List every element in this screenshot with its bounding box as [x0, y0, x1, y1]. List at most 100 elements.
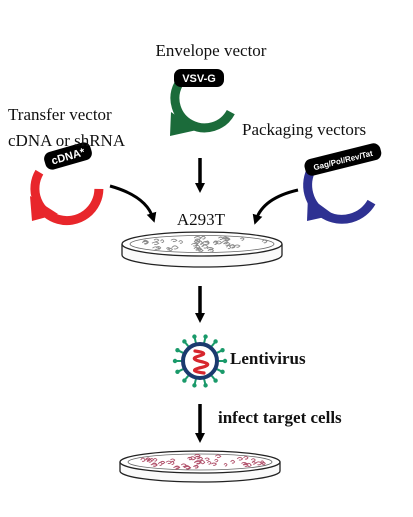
virus-spike-tip [175, 347, 180, 353]
cell-mark [215, 240, 223, 245]
virus-spike-tip [175, 369, 180, 375]
transfer-plasmid: cDNA* [30, 142, 104, 226]
cell-mark [243, 455, 249, 460]
cell-mark [145, 458, 150, 462]
virus-spike-tip [203, 383, 208, 388]
cell-mark [226, 244, 232, 250]
cell-mark [236, 456, 244, 461]
packaging-plasmid: Gag/Pol/Rev/Tat [303, 143, 382, 224]
cell-mark [261, 239, 268, 244]
cell-mark [189, 456, 197, 461]
cell-mark [240, 237, 245, 241]
envelope-tag-label: VSV-G [182, 73, 216, 85]
lentivirus-label: Lentivirus [230, 349, 306, 368]
cell-mark [230, 459, 236, 464]
transfer-vector-label: Transfer vector [8, 105, 112, 124]
virus-spike-tip [192, 383, 197, 388]
virus-spike-tip [203, 334, 208, 339]
cell-mark [147, 458, 153, 463]
envelope-plasmid-ring [170, 82, 235, 133]
transfer-plasmid-ring [30, 169, 104, 226]
transfer-plasmid-arrowhead [30, 196, 58, 221]
cell-mark [204, 457, 210, 461]
culture-dish-target [119, 450, 281, 483]
cell-mark [230, 244, 236, 248]
virus-spike-tip [192, 334, 197, 339]
cell-mark [214, 458, 219, 463]
cell-mark [201, 241, 210, 245]
envelope-plasmid-arrowhead [170, 112, 197, 136]
lentivirus-particle [172, 334, 228, 388]
cell-mark [241, 461, 248, 466]
flow-arrows [109, 158, 299, 443]
cell-mark [207, 248, 215, 253]
packaging-plasmid-arrowhead [307, 196, 334, 221]
cell-mark [166, 247, 171, 251]
cell-mark [187, 456, 193, 461]
cell-mark [165, 460, 172, 465]
cell-mark [250, 458, 256, 462]
cell-mark [260, 461, 266, 466]
packaging-tag-box [304, 143, 382, 176]
virus-spike-tip [222, 358, 228, 364]
cell-mark [171, 245, 179, 250]
dish-cells [141, 235, 268, 253]
dish-cells [140, 454, 266, 470]
cell-mark [211, 462, 218, 466]
cell-mark [194, 464, 199, 469]
cell-mark [180, 463, 187, 467]
virus-spike-tip [220, 347, 225, 353]
cell-mark [194, 238, 201, 243]
cell-mark [173, 466, 180, 470]
cell-mark [255, 461, 263, 466]
cell-mark [152, 246, 160, 250]
cell-mark [153, 458, 158, 462]
cell-mark [245, 462, 252, 468]
cell-mark [157, 461, 163, 466]
cell-mark [194, 454, 201, 458]
cell-mark [206, 247, 214, 251]
arrow-packaging-to-cells [252, 188, 299, 225]
virus-spike-tip [213, 378, 218, 383]
transfer-insert-label: cDNA or shRNA [8, 131, 126, 150]
cell-mark [242, 463, 249, 467]
envelope-vector-label: Envelope vector [156, 41, 267, 60]
arrow-transfer-to-cells [109, 184, 157, 223]
cell-mark [218, 236, 224, 240]
cell-mark [160, 239, 165, 244]
cell-mark [193, 236, 202, 240]
cell-mark [214, 454, 222, 459]
cell-mark [160, 460, 166, 465]
cell-mark [200, 235, 206, 240]
cell-mark [223, 463, 228, 467]
cell-line-label: A293T [177, 210, 226, 229]
envelope-plasmid: VSV-G [170, 69, 235, 136]
cell-mark [196, 248, 204, 253]
cell-mark [222, 237, 230, 241]
envelope-tag-box [174, 69, 224, 87]
virus-spike-tip [220, 369, 225, 375]
cell-mark [151, 462, 158, 467]
cell-mark [170, 238, 178, 243]
cell-mark [199, 460, 206, 465]
cell-mark [212, 240, 218, 245]
virus-spike-tip [182, 378, 187, 383]
virus-rna [192, 349, 210, 375]
cell-mark [191, 242, 198, 247]
cell-mark [251, 461, 256, 465]
cell-mark [178, 240, 184, 244]
cell-mark [207, 461, 212, 465]
cell-mark [195, 244, 201, 250]
virus-spike-tip [182, 339, 187, 344]
cell-mark [142, 239, 149, 244]
cell-mark [197, 456, 204, 461]
cell-mark [201, 244, 209, 249]
infect-target-cells-label: infect target cells [218, 408, 342, 427]
cell-mark [194, 460, 202, 464]
cell-mark [193, 239, 200, 245]
cell-mark [153, 238, 160, 242]
transfer-tag-box [44, 142, 92, 170]
cell-mark [221, 240, 229, 245]
